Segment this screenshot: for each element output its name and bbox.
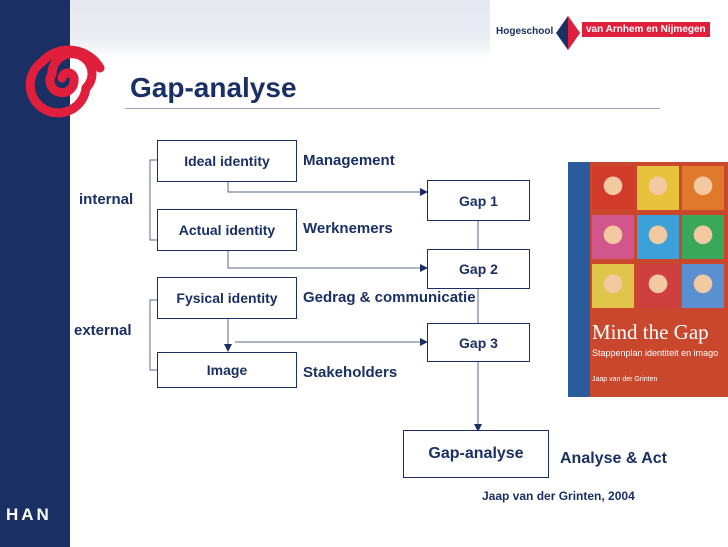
title-divider — [125, 108, 660, 109]
gap-2-box: Gap 2 — [427, 249, 530, 289]
book-cover-tile — [682, 166, 724, 210]
book-cover-tile — [592, 264, 634, 308]
image-box: Image — [157, 352, 297, 388]
book-author: Jaap van der Grinten — [592, 376, 658, 383]
gap-1-box: Gap 1 — [427, 180, 530, 221]
ideal-identity-box: Ideal identity — [157, 140, 297, 182]
page-title: Gap-analyse — [130, 72, 297, 103]
han-swirl-logo — [25, 45, 105, 118]
fysical-identity-box: Fysical identity — [157, 277, 297, 319]
internal-bracket — [149, 159, 158, 241]
book-spine-strip — [568, 162, 590, 397]
institution-name-right: van Arnhem en Nijmegen — [582, 22, 710, 37]
internal-label: internal — [79, 191, 134, 208]
gap-3-box: Gap 3 — [427, 323, 530, 362]
management-label: Management — [303, 152, 395, 169]
top-gradient-band — [70, 0, 490, 60]
book-cover-tile — [592, 215, 634, 259]
institution-diamond-icon — [556, 16, 580, 50]
gedrag-communicatie-label: Gedrag & communicatie — [303, 289, 476, 306]
gap-analyse-box: Gap-analyse — [403, 430, 549, 478]
external-bracket — [149, 299, 158, 371]
book-cover-tile — [592, 166, 634, 210]
book-cover-tile — [682, 264, 724, 308]
book-cover-tile — [682, 215, 724, 259]
book-title: Mind the Gap — [592, 320, 709, 344]
citation: Jaap van der Grinten, 2004 — [482, 489, 635, 503]
stakeholders-label: Stakeholders — [303, 364, 398, 381]
external-label: external — [74, 322, 132, 339]
actual-identity-box: Actual identity — [157, 209, 297, 251]
arrow-ideal-gap1 — [227, 182, 428, 196]
werknemers-label: Werknemers — [303, 220, 393, 237]
analyse-act-label: Analyse & Act — [560, 450, 667, 467]
book-cover-tile — [637, 264, 679, 308]
institution-name-left: Hogeschool — [496, 26, 554, 37]
book-cover-tile — [637, 215, 679, 259]
arrow-actual-gap2 — [227, 251, 428, 272]
book-cover-image: Mind the Gap Stappenplan identiteit en i… — [568, 162, 728, 397]
book-subtitle: Stappenplan identiteit en imago — [592, 348, 719, 358]
book-cover-tile — [637, 166, 679, 210]
han-footer-logo: HAN — [6, 505, 52, 524]
